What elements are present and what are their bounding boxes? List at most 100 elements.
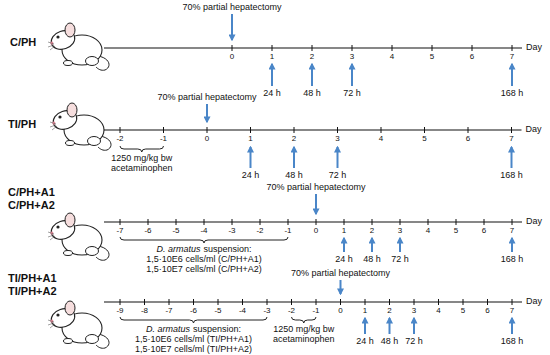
hep-label: 70% partial hepatectomy bbox=[291, 268, 390, 278]
tick-label: 6 bbox=[466, 134, 470, 143]
time-arrow bbox=[413, 318, 415, 334]
day-tick bbox=[204, 219, 205, 225]
day-tick bbox=[400, 219, 401, 225]
species-name: D. armatus bbox=[146, 324, 190, 334]
time-arrow bbox=[351, 64, 353, 86]
time-arrow bbox=[389, 318, 391, 334]
time-arrow bbox=[337, 147, 339, 168]
day-tick bbox=[272, 45, 273, 51]
hour-label: 48 h bbox=[303, 88, 321, 98]
day-tick bbox=[487, 299, 488, 305]
mouse-icon bbox=[48, 23, 109, 70]
tick-label: -2 bbox=[116, 134, 123, 143]
hour-label: 168 h bbox=[501, 254, 524, 264]
treatment-heading: D. armatussuspension: bbox=[156, 244, 251, 254]
day-tick bbox=[414, 299, 415, 305]
treatment-label: suspension: bbox=[203, 244, 251, 254]
day-tick bbox=[438, 299, 439, 305]
tick-label: -7 bbox=[116, 226, 123, 235]
axis-label: Day bbox=[526, 42, 542, 52]
tick-label: 1 bbox=[342, 226, 346, 235]
tick-label: 5 bbox=[461, 306, 465, 315]
tick-label: -9 bbox=[116, 306, 123, 315]
hep-label: 70% partial hepatectomy bbox=[266, 182, 365, 192]
hour-label: 72 h bbox=[329, 170, 347, 180]
hep-label: 70% partial hepatectomy bbox=[182, 2, 281, 12]
tick-label: 5 bbox=[430, 52, 434, 61]
time-arrow bbox=[206, 104, 208, 122]
time-arrow bbox=[340, 280, 342, 294]
hour-label: 168 h bbox=[501, 336, 524, 346]
tick-label: 4 bbox=[426, 226, 430, 235]
hour-label: 24 h bbox=[263, 88, 281, 98]
day-tick bbox=[120, 299, 121, 305]
hour-label: 72 h bbox=[343, 88, 361, 98]
day-tick bbox=[340, 299, 341, 305]
axis-label: Day bbox=[526, 124, 542, 134]
day-tick bbox=[392, 45, 393, 51]
hour-label: 72 h bbox=[405, 336, 423, 346]
tick-label: 4 bbox=[390, 52, 394, 61]
day-tick bbox=[250, 127, 251, 133]
tick-label: 1 bbox=[270, 52, 274, 61]
mouse-icon bbox=[48, 301, 109, 348]
sl-label: 1,5·10E7 cells/ml (C/PH+A2) bbox=[146, 264, 261, 274]
tick-label: 7 bbox=[509, 134, 513, 143]
tick-label: 5 bbox=[454, 226, 458, 235]
day-tick bbox=[120, 127, 121, 133]
acet-label: 1250 mg/kg bw acetaminophen bbox=[268, 324, 340, 344]
tick-label: 4 bbox=[379, 134, 383, 143]
tick-label: -7 bbox=[165, 306, 172, 315]
tick-label: -4 bbox=[200, 226, 207, 235]
axis-label: Day bbox=[526, 296, 542, 306]
day-tick bbox=[344, 219, 345, 225]
day-tick bbox=[267, 299, 268, 305]
tick-label: 7 bbox=[510, 52, 514, 61]
tick-label: -5 bbox=[172, 226, 179, 235]
treatment-label: suspension: bbox=[193, 324, 241, 334]
day-tick bbox=[352, 45, 353, 51]
day-tick bbox=[232, 45, 233, 51]
hour-label: 24 h bbox=[356, 336, 374, 346]
acet-label: 1250 mg/kg bw acetaminophen bbox=[106, 153, 178, 173]
day-tick bbox=[365, 299, 366, 305]
day-tick bbox=[389, 299, 390, 305]
day-tick bbox=[120, 219, 121, 225]
day-tick bbox=[432, 45, 433, 51]
day-tick bbox=[218, 299, 219, 305]
hour-label: 24 h bbox=[242, 170, 260, 180]
day-tick bbox=[472, 45, 473, 51]
day-tick bbox=[316, 219, 317, 225]
time-arrow bbox=[250, 147, 252, 168]
time-arrow bbox=[511, 238, 513, 252]
day-tick bbox=[148, 219, 149, 225]
grp-label: TI/PH bbox=[8, 118, 36, 131]
tick-label: -4 bbox=[239, 306, 246, 315]
sl-label: 1,5·10E6 cells/ml (C/PH+A1) bbox=[146, 254, 261, 264]
day-tick bbox=[176, 219, 177, 225]
grp-label: TI/PH+A1 bbox=[8, 272, 57, 285]
day-tick bbox=[512, 219, 513, 225]
tick-label: 3 bbox=[350, 52, 354, 61]
treatment-heading: D. armatussuspension: bbox=[146, 324, 241, 334]
time-arrow bbox=[371, 238, 373, 252]
time-arrow bbox=[271, 64, 273, 86]
tick-label: -3 bbox=[228, 226, 235, 235]
day-tick bbox=[512, 45, 513, 51]
tick-label: -2 bbox=[288, 306, 295, 315]
tick-label: -6 bbox=[190, 306, 197, 315]
tick-label: -2 bbox=[256, 226, 263, 235]
time-arrow bbox=[511, 147, 513, 168]
day-tick bbox=[463, 299, 464, 305]
day-tick bbox=[169, 299, 170, 305]
mouse-icon bbox=[48, 213, 109, 260]
day-tick bbox=[193, 299, 194, 305]
tick-label: 6 bbox=[470, 52, 474, 61]
hour-label: 168 h bbox=[501, 88, 524, 98]
day-tick bbox=[294, 127, 295, 133]
day-tick bbox=[511, 127, 512, 133]
treatment-brace bbox=[120, 146, 164, 152]
sl-label: 1,5·10E7 cells/ml (TI/PH+A2) bbox=[135, 344, 252, 354]
